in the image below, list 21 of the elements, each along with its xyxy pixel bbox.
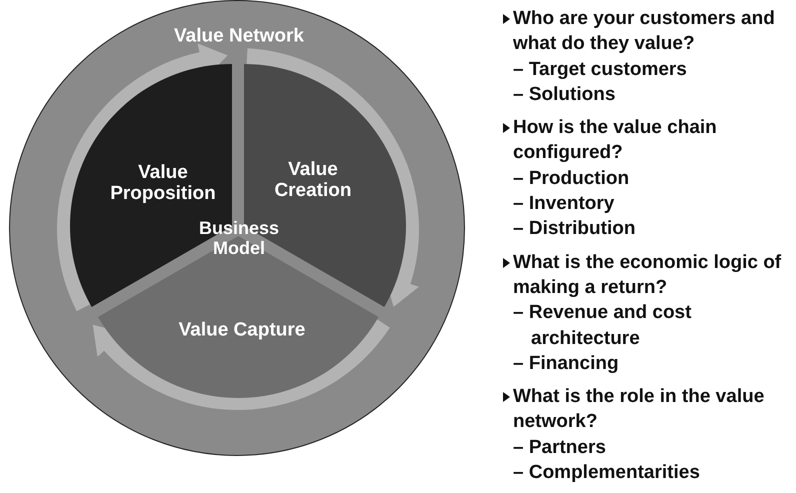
list-item: – Distribution [513,217,636,242]
list-item: – Financing [513,352,620,376]
center-label: Business Model [198,219,280,259]
question-text: How is the value chain configured? [513,116,718,166]
question-text: What is the economic logic of making a return? [513,250,782,300]
list-item: – Target customers [513,58,687,82]
pie-sector [98,236,378,398]
sector-label: Value Capture [178,320,306,342]
sector-label: Value Proposition [109,163,217,205]
list-item: – Production [513,166,630,191]
curved-arrow [92,317,390,410]
ring-label: Value Network [173,26,305,48]
question-text: What is the role in the value network? [513,385,766,434]
sector-label: Value Creation [273,160,353,202]
list-item: – Solutions [513,82,616,107]
list-item: – Partners [513,436,607,460]
curved-arrow [57,44,228,311]
list-item: – Inventory [513,192,616,216]
question-text: Who are your customers and what do they value? [513,7,776,56]
list-item: – Revenue and cost architecture [513,301,692,351]
list-item: – Complementarities [513,461,701,486]
